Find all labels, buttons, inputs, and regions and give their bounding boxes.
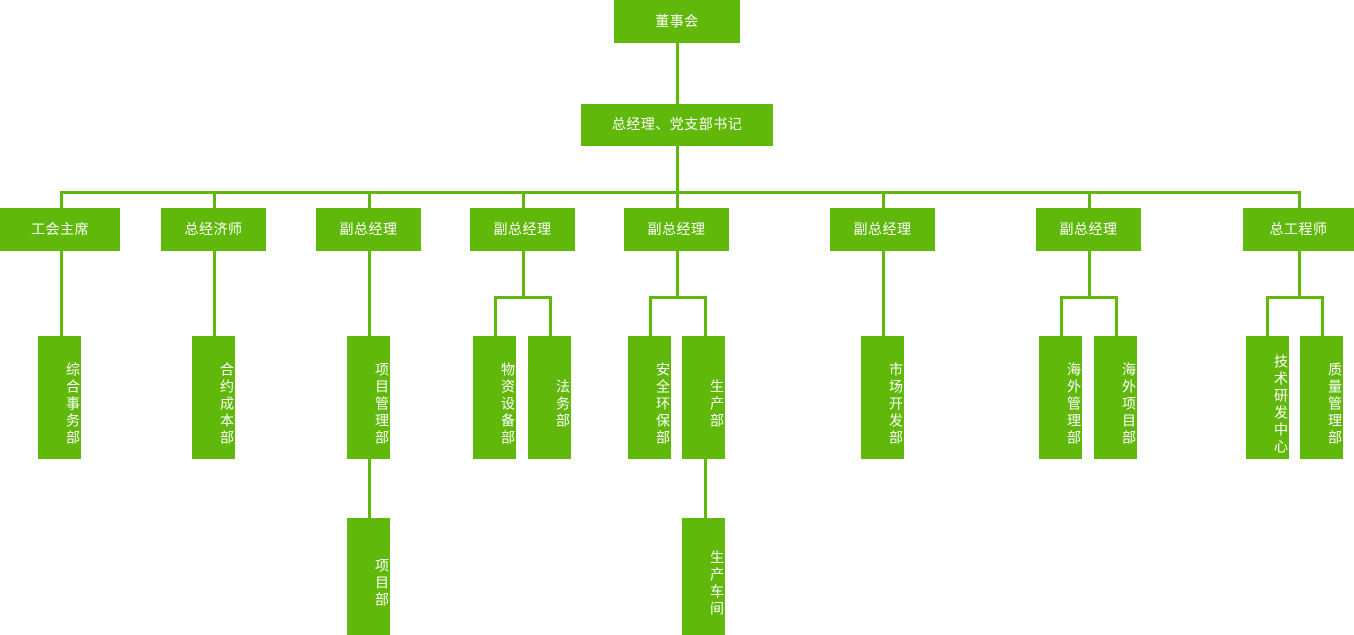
- org-node-safety[interactable]: 安全环保部: [628, 336, 671, 459]
- org-node-vgm3[interactable]: 副总经理: [624, 208, 729, 251]
- connector-vgm5-stem: [1088, 251, 1091, 296]
- connector-vgm5-to-ov-proj: [1115, 296, 1118, 336]
- connector-bus-to-vgm1: [368, 191, 371, 208]
- connector-bus-to-vgm5: [1088, 191, 1091, 208]
- connector-gm-down-to-bus: [676, 146, 679, 191]
- connector-chief-eng-stem: [1298, 251, 1301, 296]
- connector-level3-horizontal-bus: [60, 191, 1299, 194]
- org-node-material[interactable]: 物资设备部: [473, 336, 516, 459]
- connector-vgm2-to-material: [494, 296, 497, 336]
- org-node-vgm2[interactable]: 副总经理: [470, 208, 575, 251]
- org-node-overseas_proj[interactable]: 海外项目部: [1094, 336, 1137, 459]
- connector-vgm3-to-production: [704, 296, 707, 336]
- org-node-legal[interactable]: 法务部: [528, 336, 571, 459]
- org-node-vgm4[interactable]: 副总经理: [830, 208, 935, 251]
- connector-vgm5-to-ov-mgmt: [1060, 296, 1063, 336]
- connector-vgm1-drop: [368, 251, 371, 336]
- connector-vgm3-to-safety: [649, 296, 652, 336]
- connector-production-to-workshop: [704, 459, 707, 518]
- connector-vgm2-stem: [522, 251, 525, 296]
- connector-chief-econ-drop: [213, 251, 216, 336]
- org-node-quality[interactable]: 质量管理部: [1300, 336, 1343, 459]
- connector-bus-to-chief-econ: [213, 191, 216, 208]
- connector-bus-to-vgm2: [522, 191, 525, 208]
- org-node-proj_dept[interactable]: 项目部: [347, 518, 390, 635]
- org-node-gm[interactable]: 总经理、党支部书记: [581, 104, 773, 146]
- org-node-chief_econ[interactable]: 总经济师: [161, 208, 266, 251]
- org-node-chief_eng[interactable]: 总工程师: [1243, 208, 1354, 251]
- connector-vgm3-bar: [649, 296, 707, 299]
- org-node-tech_rd[interactable]: 技术研发中心: [1246, 336, 1289, 459]
- connector-bus-to-chief-eng: [1298, 191, 1301, 208]
- org-node-contract[interactable]: 合约成本部: [192, 336, 235, 459]
- connector-vgm2-to-legal: [549, 296, 552, 336]
- org-node-production[interactable]: 生产部: [682, 336, 725, 459]
- connector-board-to-gm: [676, 43, 679, 104]
- connector-vgm3-stem: [676, 251, 679, 296]
- org-node-vgm5[interactable]: 副总经理: [1036, 208, 1141, 251]
- org-node-market[interactable]: 市场开发部: [861, 336, 904, 459]
- connector-vgm4-drop: [882, 251, 885, 336]
- org-node-gen_affairs[interactable]: 综合事务部: [38, 336, 81, 459]
- connector-bus-to-vgm3: [676, 191, 679, 208]
- org-node-proj_mgmt[interactable]: 项目管理部: [347, 336, 390, 459]
- connector-vgm2-bar: [494, 296, 552, 299]
- connector-projmgmt-to-projdept: [368, 459, 371, 518]
- connector-chief-eng-bar: [1266, 296, 1324, 299]
- connector-bus-to-vgm4: [882, 191, 885, 208]
- connector-vgm5-bar: [1060, 296, 1118, 299]
- connector-bus-to-union: [60, 191, 63, 208]
- connector-union-drop: [60, 251, 63, 336]
- connector-chief-eng-to-techrd: [1266, 296, 1269, 336]
- connector-chief-eng-to-quality: [1321, 296, 1324, 336]
- org-node-workshop[interactable]: 生产车间: [682, 518, 725, 635]
- org-node-union[interactable]: 工会主席: [0, 208, 120, 251]
- org-node-board[interactable]: 董事会: [614, 0, 740, 43]
- org-node-overseas_mgmt[interactable]: 海外管理部: [1039, 336, 1082, 459]
- org-node-vgm1[interactable]: 副总经理: [316, 208, 421, 251]
